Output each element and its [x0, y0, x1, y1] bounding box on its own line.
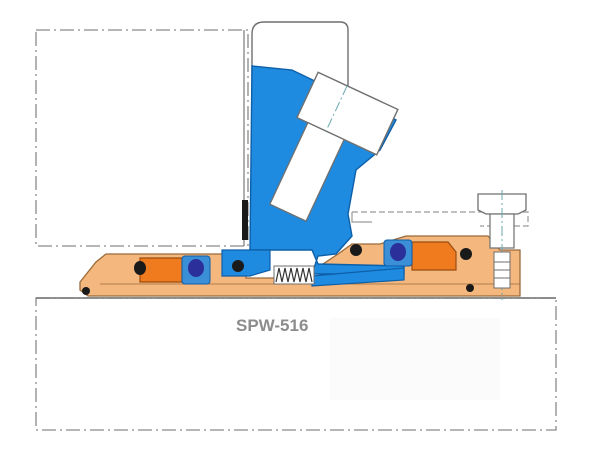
- housing-gasket: [242, 200, 248, 240]
- housing: [35, 29, 249, 247]
- o-ring-1: [134, 261, 146, 275]
- o-ring-6: [460, 248, 472, 260]
- o-ring-5: [390, 243, 406, 261]
- faded-watermark-area: [330, 318, 500, 400]
- o-ring-4: [350, 244, 362, 256]
- spring: [273, 265, 315, 285]
- part-number-label: SPW-516: [236, 316, 308, 335]
- o-ring-3: [232, 260, 244, 272]
- spring-coil: [275, 267, 313, 283]
- rotor-sleeve: [221, 249, 271, 277]
- set-screw: [268, 71, 399, 223]
- o-ring-2: [188, 259, 204, 277]
- right-flange: [351, 211, 529, 227]
- housing-outline: [35, 29, 249, 247]
- cap-screw: [477, 190, 527, 300]
- shaft: [35, 297, 557, 431]
- o-rings: [134, 200, 472, 277]
